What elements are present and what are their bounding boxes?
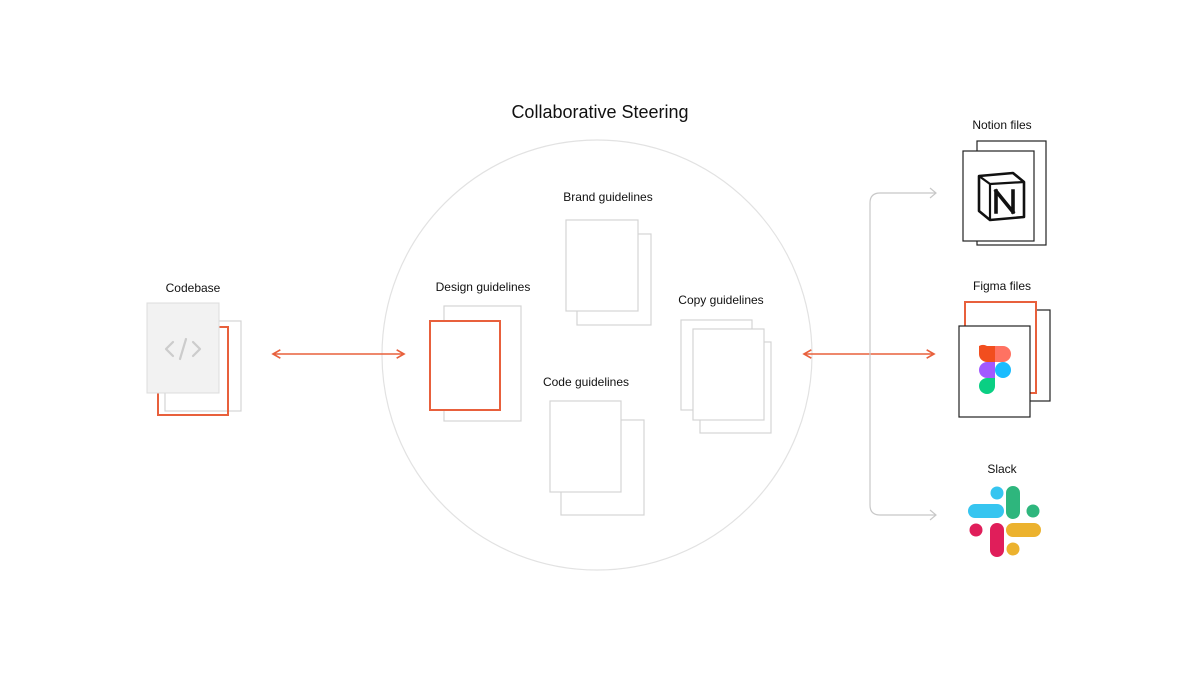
design-guidelines-label: Design guidelines: [436, 280, 531, 294]
copy-guidelines-label: Copy guidelines: [678, 293, 763, 307]
design-guidelines-group: Design guidelines: [429, 280, 531, 422]
notion-arrow-head: [929, 187, 937, 199]
slack-arrow-head: [929, 509, 937, 521]
codebase-group: Codebase: [146, 281, 242, 416]
figma-files-group: Figma files: [958, 279, 1051, 418]
slack-logo-icon: [968, 486, 1041, 557]
design-front-page: [429, 320, 501, 411]
code-guidelines-label: Code guidelines: [543, 375, 629, 389]
source-bracket: [869, 192, 936, 516]
notion-files-group: Notion files: [962, 118, 1047, 246]
brand-front-page: [565, 219, 639, 312]
notion-logo-icon: [977, 171, 1026, 222]
notion-files-label: Notion files: [972, 118, 1031, 132]
diagram-title: Collaborative Steering: [511, 102, 688, 122]
brand-guidelines-label: Brand guidelines: [563, 190, 652, 204]
brand-guidelines-group: Brand guidelines: [563, 190, 653, 326]
code-front-page: [549, 400, 622, 493]
code-guidelines-group: Code guidelines: [543, 375, 645, 516]
slack-label: Slack: [987, 462, 1017, 476]
codebase-label: Codebase: [166, 281, 221, 295]
figma-logo-icon: [979, 344, 1011, 394]
copy-page-2: [692, 328, 765, 421]
figma-files-label: Figma files: [973, 279, 1031, 293]
copy-guidelines-group: Copy guidelines: [678, 293, 772, 434]
slack-group: Slack: [968, 462, 1041, 557]
code-brackets-icon: [164, 337, 202, 361]
